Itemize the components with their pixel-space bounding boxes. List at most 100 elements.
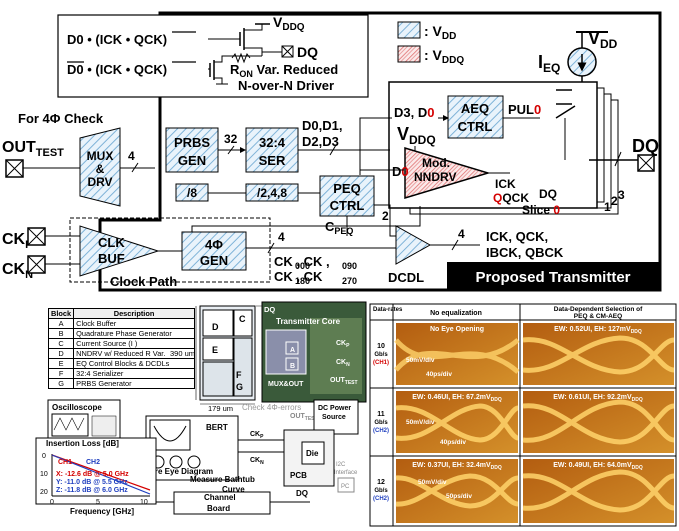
diagram-label: CKN [2, 261, 33, 281]
legend: : VDD : VDDQ [397, 21, 464, 66]
diagram-label: V [397, 124, 409, 144]
measurement-setup: Oscilloscope BERT CKP CKN OUTTEST DC Pow… [47, 399, 359, 515]
diagram-label: DDQ [491, 397, 502, 403]
table-header: Description [73, 308, 195, 319]
diagram-label: Oscilloscope [52, 403, 102, 412]
diagram-label: CLK [98, 235, 125, 250]
dq-pad: DQ [632, 136, 659, 172]
diagram-label: Measure Bathtub [190, 475, 255, 484]
table-cell: 32:4 Serializer [73, 368, 195, 379]
table-cell: NNDRV w/ Reduced R Var. [73, 348, 195, 359]
diagram-label: Clock Path [110, 274, 177, 289]
diagram-label: CTRL [330, 198, 365, 213]
diagram-label: : V [424, 47, 443, 63]
diagram-label: : VDD [424, 23, 456, 42]
diagram-label: G [236, 382, 243, 392]
table-cell: F [47, 368, 75, 379]
diagram-label: 10 [40, 471, 48, 478]
prbs-gen: PRBS GEN 32 /8 [165, 127, 246, 202]
diagram-label: CKP [250, 431, 264, 440]
diagram-label: EW: 0.46UI, EH: 67.2mVDDQ [412, 394, 502, 403]
check-block: For 4Φ Check OUTTEST MUX & DRV 4 [2, 111, 155, 207]
diagram-label: DQ [264, 305, 275, 314]
diagram-label: N [260, 460, 264, 466]
diagram-label: OUTTEST [290, 413, 318, 422]
insertion-loss-chart: Insertion Loss [dB] 0 10 20 0 5 10 CH1 C… [35, 437, 157, 516]
table-cell: G [47, 378, 75, 389]
diagram-label: PRBS [174, 135, 210, 150]
diagram-label: QQCK [493, 191, 529, 205]
diagram-label: Channel [204, 493, 236, 502]
diagram-label: D3, D0 [394, 105, 434, 120]
diagram-label: X: -12.6 dB @ 5.0 GHz [56, 471, 129, 478]
driver-nover: N-over-N Driver [238, 78, 334, 93]
table-cell: E [47, 358, 75, 369]
diagram-label: DDQ [409, 133, 436, 147]
diagram-label: No Eye Opening [430, 326, 484, 333]
diagram-label: EW: 0.61UI, EH: 92.2mVDDQ [553, 394, 643, 403]
driver-vddq: V [273, 14, 283, 30]
diagram-label: Frequency [GHz] [70, 507, 134, 516]
driver-dq: DQ [297, 44, 318, 60]
diagram-label: 0 [534, 102, 541, 117]
diagram-label: 0 [42, 453, 46, 460]
diagram-label: Y: -11.0 dB @ 5.5 GHz [56, 479, 128, 486]
diagram-label: 10 [377, 343, 385, 350]
diagram-label: EW: 0.37UI, EH: 32.4mVDDQ [412, 462, 502, 471]
diagram-label: DQ [296, 489, 308, 498]
table-cell: D [47, 348, 75, 359]
diagram-label: 50mV/div [406, 357, 435, 364]
diagram-label: Mod. [422, 156, 450, 170]
diagram-label: 20 [40, 489, 48, 496]
diagram-label: PUL [508, 102, 534, 117]
aeq-ctrl: AEQ CTRL D3, D0 PUL0 [394, 89, 576, 139]
diagram-label: Var. Reduced [253, 62, 338, 77]
diagram-label: CK [336, 340, 346, 347]
diagram-label: D3, D [394, 105, 427, 120]
diagram-label: EQ [543, 61, 560, 75]
diagram-label: DRV [87, 175, 112, 189]
diagram-label: CPEQ [325, 219, 353, 236]
diagram-label: BERT [206, 423, 228, 432]
diagram-label: 50mV/div [406, 419, 435, 426]
diagram-label: R [230, 62, 240, 77]
diagram-label: Slice [522, 203, 553, 217]
diagram-label: C [239, 314, 246, 324]
diagram-label: Curve [222, 485, 245, 494]
clock-path: CKP CKN CLK BUF 4Φ GEN Clock Path 4 CK ,… [2, 206, 564, 289]
diagram-label: Board [207, 504, 230, 513]
table-cell: PRBS Generator [73, 378, 195, 389]
diagram-label: CK [250, 431, 260, 438]
table-cell: EQ Control Blocks & DCDLs [73, 358, 195, 369]
diagram-label: RON Var. Reduced [230, 62, 338, 79]
diagram-label: Interface [334, 470, 358, 476]
diagram-label: 090 [342, 261, 357, 271]
driver-eq2: D0 • (ICK • QCK) [67, 62, 167, 77]
table-cell: Quadrature Phase Generator [73, 328, 195, 339]
diagram-label: I2C [336, 462, 346, 468]
diagram-label: PC [341, 484, 350, 490]
diagram-label: CH2 [86, 459, 100, 466]
diagram-label: PEQ [333, 181, 360, 196]
diagram-label: 000 [295, 261, 310, 271]
diagram-label: DDQ [491, 465, 502, 471]
diagram-label: EW: 0.46UI, EH: 67.2mV [412, 394, 491, 401]
diagram-label: Gb/s [374, 420, 388, 426]
diagram-label: 4 [278, 230, 285, 244]
eye-table: Data-rates No equalization Data-Dependen… [369, 303, 677, 527]
diagram-label: CKN [250, 457, 264, 466]
diagram-label: DDQ [631, 329, 642, 335]
diagram-label: 1 [604, 200, 611, 214]
diagram-label: CKN [336, 359, 350, 368]
diagram-label: For 4Φ Check [18, 111, 104, 126]
diagram-label: 40ps/div [426, 371, 452, 378]
diagram-label: D [212, 322, 219, 332]
driver-eq1: D0 • (ICK • QCK) [67, 32, 167, 47]
diagram-label: /2,4,8 [257, 186, 287, 200]
diagram-label: (CH2) [373, 428, 389, 434]
diagram-label: CK , CK , [274, 254, 330, 269]
